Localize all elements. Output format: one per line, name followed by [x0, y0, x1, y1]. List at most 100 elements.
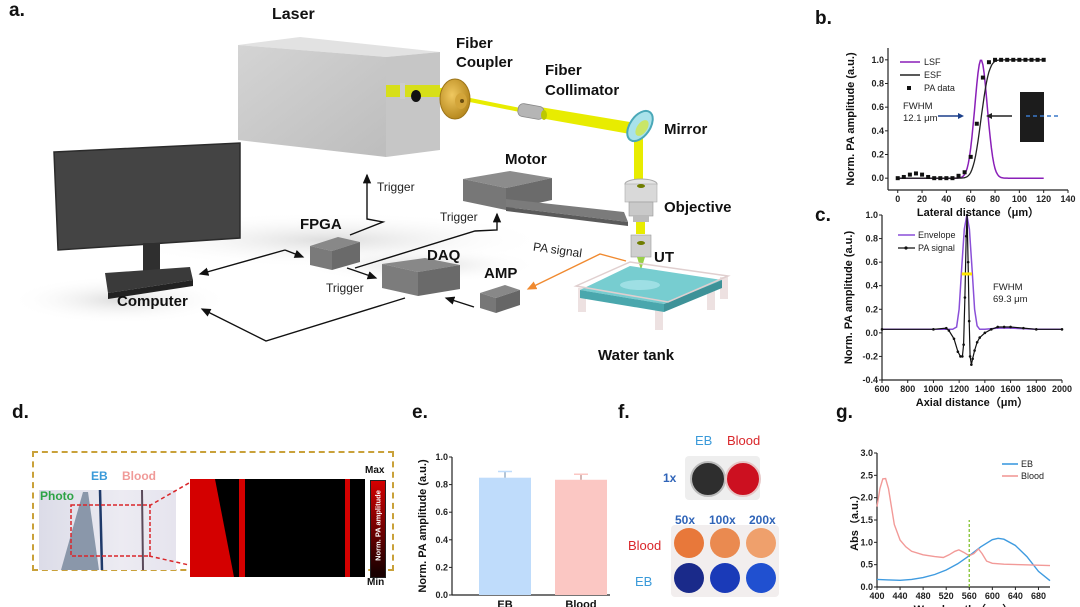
x-tick-label: 0: [895, 194, 900, 204]
pa-data-point: [938, 176, 943, 181]
label-trigger-laser: Trigger: [377, 180, 415, 194]
wells-dilution: [671, 525, 779, 597]
y-tick-label: 0.6: [871, 102, 884, 112]
blood-tube: [141, 490, 144, 570]
y-tick-label: 1.0: [865, 210, 878, 220]
pa-signal-point: [1022, 326, 1025, 330]
well-blood-1x: [725, 461, 761, 497]
x-tick-label: 1200: [949, 384, 969, 394]
x-axis-label: Lateral distance（μm）: [917, 206, 1039, 219]
y-axis-label: Abs（a.u.）: [850, 489, 861, 551]
mirror: [626, 109, 654, 143]
well-eb-200x: [746, 563, 776, 593]
label-motor: Motor: [505, 151, 547, 168]
x-tick-label: 560: [962, 591, 977, 601]
x-tick-label: 40: [941, 194, 951, 204]
y-tick-label: 0.6: [435, 507, 448, 517]
label-objective: Objective: [664, 199, 732, 216]
series-blood-line: [876, 477, 1051, 567]
label-trigger-motor: Trigger: [440, 210, 478, 224]
pa-signal-point: [1060, 328, 1064, 331]
panel-a-system-diagram: Laser Fiber Coupler Fiber Collimator Mir…: [0, 0, 810, 400]
x-tick-label: 140: [1060, 194, 1075, 204]
y-tick-label: 0.0: [860, 582, 873, 592]
y-tick-label: 0.0: [435, 590, 448, 600]
legend-label: PA signal: [918, 243, 955, 253]
header-eb: EB: [695, 433, 713, 448]
label-trigger-daq: Trigger: [326, 281, 364, 295]
pa-signal-point: [947, 329, 951, 332]
wells-1x: [685, 456, 761, 500]
pa-data-point: [901, 174, 906, 179]
y-tick-label: 0.8: [435, 480, 448, 490]
y-tick-label: 0.0: [865, 328, 878, 338]
fiber-collimator: [517, 103, 547, 120]
x-tick-label: 480: [916, 591, 931, 601]
pa-data-point: [1041, 57, 1046, 62]
y-tick-label: -0.4: [862, 375, 878, 385]
pa-signal-point: [944, 326, 948, 330]
pa-image: [190, 479, 365, 577]
panel-label-d: d.: [12, 402, 29, 423]
pa-signal-point: [989, 328, 993, 331]
pa-data-point: [932, 176, 937, 181]
pa-signal-point: [956, 350, 960, 354]
x-tick-label: 1400: [975, 384, 995, 394]
pa-data-point: [980, 75, 985, 80]
series-eb-line: [876, 537, 1051, 582]
pa-signal-point: [962, 343, 965, 346]
phantom-photo-graphics: [61, 490, 151, 570]
well-eb-100x: [710, 563, 740, 593]
x-axis-label: Wavelength（nm）: [914, 603, 1014, 607]
pa-signal-point: [1009, 325, 1012, 329]
bar-eb: [479, 477, 531, 595]
system-diagram-graphics: [10, 37, 731, 342]
series-envelope-line: [882, 214, 1062, 331]
legend-label: EB: [1021, 459, 1033, 469]
legend-swatch: [907, 86, 911, 90]
y-tick-label: 2.5: [860, 470, 873, 480]
x-tick-label: 520: [939, 591, 954, 601]
arrow-amp-to-daq: [444, 296, 475, 308]
y-tick-label: 0.6: [865, 257, 878, 267]
x-tick-label: Blood: [565, 599, 596, 607]
pa-signal-point: [968, 355, 972, 358]
x-tick-label: 1000: [923, 384, 943, 394]
well-blood-50x: [674, 528, 704, 558]
pa-data-point: [962, 170, 967, 175]
row-label-eb: EB: [635, 574, 653, 589]
chart-b-fwhm-annotation: FWHM 12.1 μm: [903, 101, 938, 125]
well-blood-200x: [746, 528, 776, 558]
panel-label-f: f.: [618, 402, 630, 423]
pa-data-point: [956, 173, 961, 178]
fwhm-arrowhead-left: [958, 113, 964, 119]
label-fiber-coupler: Fiber Coupler: [456, 34, 513, 72]
label-computer: Computer: [117, 293, 188, 310]
pa-signal-point: [996, 325, 1000, 329]
signal-arrows: [198, 173, 502, 342]
header-blood: Blood: [727, 433, 761, 448]
x-tick-label: 1800: [1026, 384, 1046, 394]
pa-data-point: [1017, 57, 1022, 62]
label-fpga: FPGA: [300, 216, 342, 233]
zoom-region-box: [70, 504, 151, 557]
y-tick-label: 0.2: [435, 562, 448, 572]
pa-signal-point: [1034, 328, 1038, 331]
pa-signal-point: [963, 296, 967, 299]
blood-label: Blood: [122, 469, 156, 483]
series-pa-signal-line: [882, 214, 1062, 365]
legend-label: Envelope: [918, 230, 956, 240]
pa-data-point: [974, 121, 979, 126]
y-tick-label: 3.0: [860, 448, 873, 458]
laser-box: [238, 37, 440, 157]
y-tick-label: 0.4: [871, 126, 884, 136]
chart-c-fwhm-annotation: FWHM 69.3 μm: [993, 282, 1028, 306]
x-tick-label: 600: [985, 591, 1000, 601]
pa-data-point: [920, 172, 925, 177]
pa-signal-point: [880, 328, 884, 331]
x-tick-label: 680: [1031, 591, 1046, 601]
label-ut: UT: [654, 249, 674, 266]
